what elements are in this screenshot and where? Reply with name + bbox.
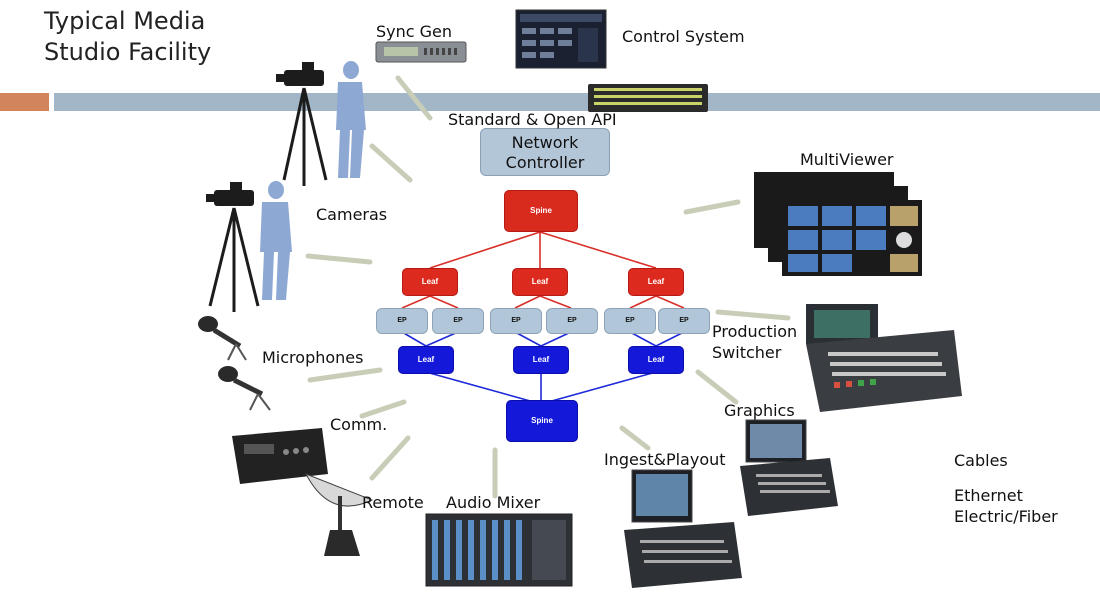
remote-label: Remote	[362, 493, 424, 512]
link-spine-leaf-1	[429, 231, 541, 269]
ep-node-2: EP	[432, 308, 484, 334]
comm-device	[232, 428, 328, 484]
production-switcher-device	[806, 304, 962, 412]
spine-top-node: Spine	[504, 190, 578, 232]
link-leaf-spine-1	[425, 371, 542, 405]
blue-fabric-links	[401, 331, 685, 405]
microphone-1	[198, 316, 247, 361]
control-system-label: Control System	[622, 27, 745, 46]
connector-microphones	[307, 367, 383, 383]
leaf-top-node-3: Leaf	[628, 268, 684, 296]
spine-bottom-node: Spine	[506, 400, 578, 442]
link-leaf-spine-3	[540, 371, 657, 405]
satellite-dish	[304, 473, 374, 556]
connector-remote	[369, 435, 411, 481]
header-band	[54, 93, 1100, 111]
standard-api-label: Standard & Open API	[448, 110, 617, 129]
connector-comm	[359, 399, 407, 419]
cameras-label: Cameras	[316, 205, 388, 224]
cable-type-ethernet: Ethernet	[954, 486, 1023, 505]
patch-panel	[588, 84, 708, 112]
connector-multiviewer	[683, 199, 741, 215]
ep-node-5: EP	[604, 308, 656, 334]
network-controller-line-2: Controller	[505, 153, 585, 172]
audio-mixer-device	[425, 513, 573, 587]
ingest-playout-device	[624, 469, 742, 588]
diagram-title: Typical Media Studio Facility	[44, 6, 211, 68]
comm-label: Comm.	[330, 415, 388, 434]
camera-operator-2	[206, 181, 292, 312]
connector-syncgen	[395, 75, 433, 121]
link-spine-leaf-3	[539, 231, 657, 269]
control-system-screen	[515, 9, 607, 69]
accent-bar	[0, 93, 49, 111]
connector-ingest	[619, 425, 651, 451]
leaf-bottom-node-1: Leaf	[398, 346, 454, 374]
sync-gen-device	[375, 41, 467, 63]
graphics-device	[740, 419, 838, 516]
title-line-2: Studio Facility	[44, 38, 212, 66]
multiviewer-label: MultiViewer	[800, 150, 894, 169]
connector-cameras	[305, 253, 373, 265]
ep-node-4: EP	[546, 308, 598, 334]
network-controller: Network Controller	[480, 128, 610, 176]
connector-switcher	[715, 309, 791, 321]
sync-gen-label: Sync Gen	[376, 22, 453, 41]
network-controller-line-1: Network	[511, 133, 579, 152]
connector-cameras-top	[369, 143, 413, 183]
graphics-label: Graphics	[724, 401, 795, 420]
leaf-top-node-1: Leaf	[402, 268, 458, 296]
camera-operator-1	[276, 61, 366, 186]
ep-node-3: EP	[490, 308, 542, 334]
ep-node-6: EP	[658, 308, 710, 334]
leaf-top-node-2: Leaf	[512, 268, 568, 296]
ep-node-1: EP	[376, 308, 428, 334]
multiviewer-screens	[754, 172, 922, 276]
leaf-bottom-node-2: Leaf	[513, 346, 569, 374]
microphones-label: Microphones	[262, 348, 364, 367]
cable-type-electric-fiber: Electric/Fiber	[954, 507, 1058, 526]
cables-label: Cables	[954, 451, 1008, 470]
red-fabric-links	[401, 231, 685, 309]
microphone-2	[218, 366, 271, 411]
production-switcher-label-2: Switcher	[712, 343, 782, 362]
connector-graphics	[695, 369, 739, 405]
connector-lines	[305, 75, 791, 499]
production-switcher-label-1: Production	[712, 322, 798, 341]
title-line-1: Typical Media	[44, 7, 206, 35]
audio-mixer-label: Audio Mixer	[446, 493, 541, 512]
leaf-bottom-node-3: Leaf	[628, 346, 684, 374]
ingest-playout-label: Ingest&Playout	[604, 450, 726, 469]
